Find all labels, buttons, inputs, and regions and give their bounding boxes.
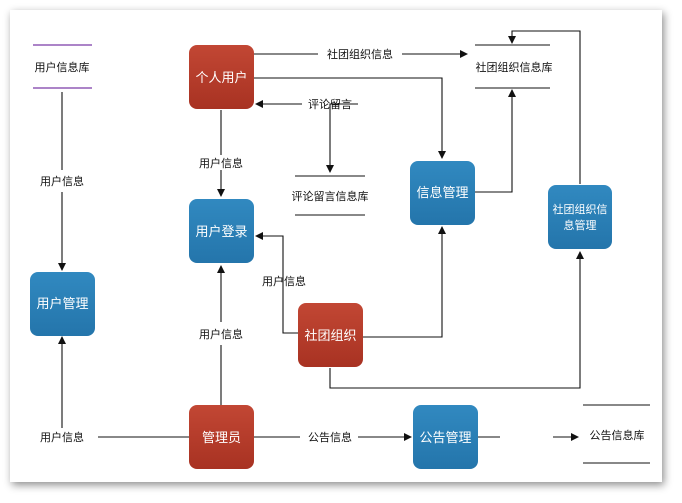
process-admin-label: 管理员 — [202, 431, 241, 446]
flow-label-club-info: 社团组织信息 — [327, 47, 393, 61]
store-comment-db: 评论留言信息库 — [292, 175, 369, 216]
process-club-label: 社团组织 — [304, 328, 356, 344]
process-club-info-mgmt-label-2: 息管理 — [564, 218, 597, 232]
process-notice-mgmt-label: 公告管理 — [419, 431, 471, 446]
store-notice-db-label: 公告信息库 — [590, 428, 645, 442]
process-user-login-label: 用户登录 — [195, 224, 247, 240]
store-notice-db: 公告信息库 — [583, 404, 650, 464]
process-notice-mgmt[interactable]: 公告管理 — [413, 405, 478, 469]
flow-label-user-info-club: 用户信息 — [262, 274, 306, 288]
process-user-mgmt-label: 用户管理 — [36, 296, 88, 312]
store-club-db-label: 社团组织信息库 — [476, 60, 553, 74]
process-personal-user-label: 个人用户 — [195, 70, 247, 86]
process-user-login[interactable]: 用户登录 — [189, 199, 254, 263]
flow-label-notice-info: 公告信息 — [308, 430, 352, 444]
process-club-info-mgmt-label-1: 社团组织信 — [553, 202, 608, 216]
process-info-mgmt[interactable]: 信息管理 — [410, 161, 475, 225]
flow-label-user-info-admin: 用户信息 — [199, 327, 243, 341]
process-personal-user[interactable]: 个人用户 — [189, 45, 254, 109]
flow-label-user-info-left: 用户信息 — [40, 174, 84, 188]
store-club-db: 社团组织信息库 — [475, 44, 553, 89]
flow-lines — [58, 30, 584, 441]
store-user-db-label: 用户信息库 — [35, 60, 90, 74]
flow-label-user-info-bottom: 用户信息 — [40, 430, 84, 444]
store-user-db: 用户信息库 — [33, 44, 92, 89]
process-admin[interactable]: 管理员 — [189, 405, 254, 469]
process-info-mgmt-label: 信息管理 — [416, 185, 468, 201]
flow-label-comment: 评论留言 — [308, 97, 352, 111]
flow-label-user-info-login: 用户信息 — [199, 156, 243, 170]
process-user-mgmt[interactable]: 用户管理 — [30, 272, 95, 336]
process-club-info-mgmt[interactable]: 社团组织信 息管理 — [548, 185, 612, 249]
process-club[interactable]: 社团组织 — [298, 303, 363, 367]
store-comment-db-label: 评论留言信息库 — [292, 189, 369, 203]
